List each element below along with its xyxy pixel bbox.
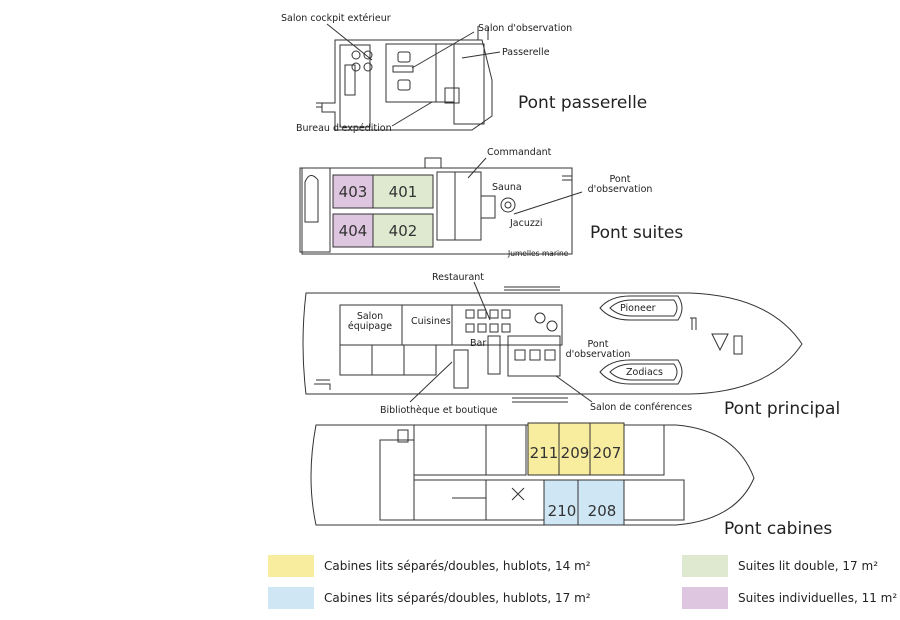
cabin-211-number: 211 [530,444,559,462]
cabin-403-number: 403 [339,183,368,201]
legend-item-green: Suites lit double, 17 m² [682,555,878,577]
legend-item-purple: Suites individuelles, 11 m² [682,587,897,609]
cabin-402-area [372,213,434,248]
cabin-403-area [332,174,374,209]
label-salon-conferences: Salon de conférences [590,402,692,413]
label-bureau-expedition: Bureau d'expédition [296,123,392,134]
cabin-209-area [558,422,591,476]
legend-label-blue: Cabines lits séparés/doubles, hublots, 1… [324,591,591,605]
cabin-210-area [543,479,579,526]
legend-swatch-yellow [268,555,314,577]
label-salon-equipage-line1: Salon [357,311,383,322]
legend-item-blue: Cabines lits séparés/doubles, hublots, 1… [268,587,591,609]
label-restaurant: Restaurant [432,272,484,283]
main-deck-furniture [465,309,558,361]
legend-item-yellow: Cabines lits séparés/doubles, hublots, 1… [268,555,591,577]
bridge-deck-outline [321,26,493,131]
cabin-401-area [372,174,434,209]
label-zodiacs: Zodiacs [626,367,663,378]
cabin-404-area [332,213,374,248]
label-bibliotheque: Bibliothèque et boutique [380,405,498,416]
label-pont-observation-suites-line2: d'observation [588,184,653,195]
label-pioneer: Pioneer [620,303,656,314]
deck-title-main: Pont principal [724,399,840,419]
main-deck-leaders [409,281,593,403]
label-salon-observation: Salon d'observation [478,23,572,34]
bridge-furniture [316,50,414,108]
cabin-207-number: 207 [593,444,622,462]
cabin-deck-outline [310,424,755,526]
legend-swatch-purple [682,587,728,609]
deck-title-bridge: Pont passerelle [518,93,647,113]
label-pont-observation-suites-line1: Pont [610,174,631,185]
legend-swatch-blue [268,587,314,609]
label-commandant: Commandant [487,147,552,158]
cabin-208-number: 208 [588,502,617,520]
deck-title-suites: Pont suites [590,223,683,243]
label-pont-observation-main-line2: d'observation [566,349,631,360]
legend-swatch-green [682,555,728,577]
cabin-211-area [527,422,560,476]
bridge-leaders [326,23,501,127]
label-jacuzzi: Jacuzzi [509,218,542,229]
cabin-208-area [577,479,625,526]
cabin-404-number: 404 [339,222,368,240]
suites-leaders [467,157,583,215]
legend-label-purple: Suites individuelles, 11 m² [738,591,898,605]
label-sauna: Sauna [492,182,522,193]
deck-title-cabins: Pont cabines [724,519,832,539]
label-salon-cockpit: Salon cockpit extérieur [281,13,391,24]
main-deck-outline [302,286,803,403]
cabin-401-number: 401 [389,183,418,201]
cabin-207-area [589,422,625,476]
main-deck-boats [599,295,743,385]
legend-label-green: Suites lit double, 17 m² [738,559,879,573]
label-passerelle: Passerelle [502,47,550,58]
label-bar: Bar [470,338,486,349]
legend-label-yellow: Cabines lits séparés/doubles, hublots, 1… [324,559,591,573]
label-cuisines: Cuisines [411,316,451,327]
cabin-402-number: 402 [389,222,418,240]
label-pont-observation-main-line1: Pont [588,339,609,350]
label-salon-equipage-line2: équipage [348,321,392,332]
cabin-210-number: 210 [548,502,577,520]
cabin-209-number: 209 [561,444,590,462]
suites-deck-outline [299,157,573,255]
label-jumelles-marine: Jumelles marine [507,249,569,258]
